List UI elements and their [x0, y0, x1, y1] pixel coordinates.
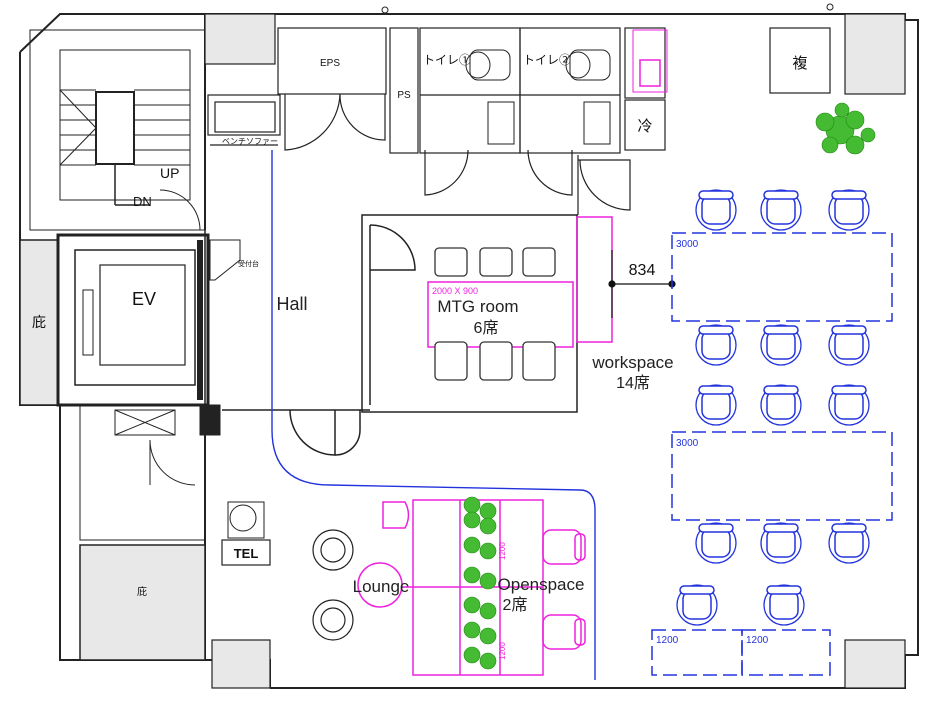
stair-area	[29, 29, 206, 231]
office-chair	[760, 324, 802, 366]
service-core-bottom	[79, 404, 221, 541]
copier-label: 複	[792, 55, 807, 72]
plant-leaf	[479, 602, 497, 620]
openspace-seats-label: 2席	[503, 596, 528, 614]
workspace-label: workspace	[591, 353, 673, 372]
table-3000-bottom-label: 3000	[676, 438, 699, 449]
table-1200-right-label: 1200	[746, 635, 769, 646]
table-3000-bottom	[671, 431, 893, 521]
bench-sofa-label: ベンチソファー	[222, 137, 278, 146]
reception-label: 受付台	[238, 259, 259, 268]
interior-walls	[204, 214, 578, 456]
tel-stool	[229, 504, 257, 532]
office-chair	[695, 522, 737, 564]
office-chair	[828, 189, 870, 231]
plant-leaf	[479, 502, 497, 520]
lounge-area	[312, 529, 354, 641]
pillar-bottom-left	[211, 639, 271, 689]
workspace-tables	[651, 232, 893, 676]
office-chair	[763, 584, 805, 626]
table-1200-left-label: 1200	[656, 635, 679, 646]
storage-bottom-label: 庇	[137, 585, 147, 598]
stair-up-label: UP	[160, 165, 179, 181]
openspace-chairs	[542, 529, 586, 650]
plant-leaf	[463, 646, 481, 664]
office-chair	[828, 324, 870, 366]
table-1200-right	[741, 629, 831, 676]
plant-leaf	[479, 652, 497, 670]
openspace-plants	[463, 496, 497, 670]
storage-left	[19, 239, 59, 406]
stair-down-label: DN	[133, 194, 152, 209]
table-3000-top	[671, 232, 893, 322]
plant-leaf	[463, 596, 481, 614]
lounge-chair-2	[312, 599, 354, 641]
mtg-table-size: 2000 X 900	[432, 286, 478, 296]
toilet2-label: トイレ②	[523, 53, 571, 67]
ps-label: PS	[397, 90, 411, 101]
hall-label: Hall	[276, 294, 307, 314]
hall-boundary	[271, 150, 596, 680]
lounge-table	[357, 562, 403, 608]
toilet1-label: トイレ①	[423, 53, 471, 67]
plant-leaf	[479, 572, 497, 590]
tel-label: TEL	[234, 546, 259, 561]
office-chair	[695, 189, 737, 231]
elevator-label: EV	[132, 289, 156, 309]
plant-leaf	[479, 627, 497, 645]
workspace-seats-label: 14席	[616, 374, 650, 392]
openspace-chair-2	[542, 614, 586, 650]
eps-label: EPS	[320, 58, 340, 69]
plant-leaf	[463, 511, 481, 529]
bench-dim-a: 1200	[498, 542, 507, 560]
plant-leaf	[463, 566, 481, 584]
lounge-label: Lounge	[353, 577, 410, 596]
top-service-rooms	[207, 27, 831, 215]
pillars	[204, 13, 906, 689]
lounge-chair-1	[312, 529, 354, 571]
office-chair	[828, 522, 870, 564]
pillar-bottom-right	[844, 639, 906, 689]
fridge-box	[639, 59, 661, 87]
plant-leaf	[463, 496, 481, 514]
plant-top-right	[815, 102, 876, 155]
office-chair	[828, 384, 870, 426]
table-3000-top-label: 3000	[676, 239, 699, 250]
tel-booth	[221, 539, 271, 566]
openspace-label: Openspace	[498, 575, 585, 594]
fridge-label: 冷	[637, 118, 652, 135]
dimension-834	[608, 250, 676, 318]
pillar-top-right	[844, 13, 906, 95]
elevator	[56, 233, 241, 407]
openspace-chair-1	[542, 529, 586, 565]
office-chair	[760, 522, 802, 564]
storage-bottom	[79, 544, 206, 661]
pillar-top-left	[204, 13, 276, 65]
plant-leaf	[479, 542, 497, 560]
office-chair	[695, 384, 737, 426]
bench-dim-b: 1200	[498, 642, 507, 660]
office-chair	[760, 189, 802, 231]
workspace-chairs	[676, 189, 870, 626]
plant-leaf	[479, 517, 497, 535]
office-chair	[760, 384, 802, 426]
office-chair	[695, 324, 737, 366]
plant-leaf	[463, 536, 481, 554]
toilet-fixtures	[465, 49, 611, 145]
storage-left-label: 庇	[32, 314, 46, 330]
dimension-label: 834	[629, 262, 656, 279]
mtg-seats-label: 6席	[474, 319, 499, 337]
mtg-room-label: MTG room	[437, 297, 518, 316]
office-chair	[676, 584, 718, 626]
plant-leaf	[463, 621, 481, 639]
